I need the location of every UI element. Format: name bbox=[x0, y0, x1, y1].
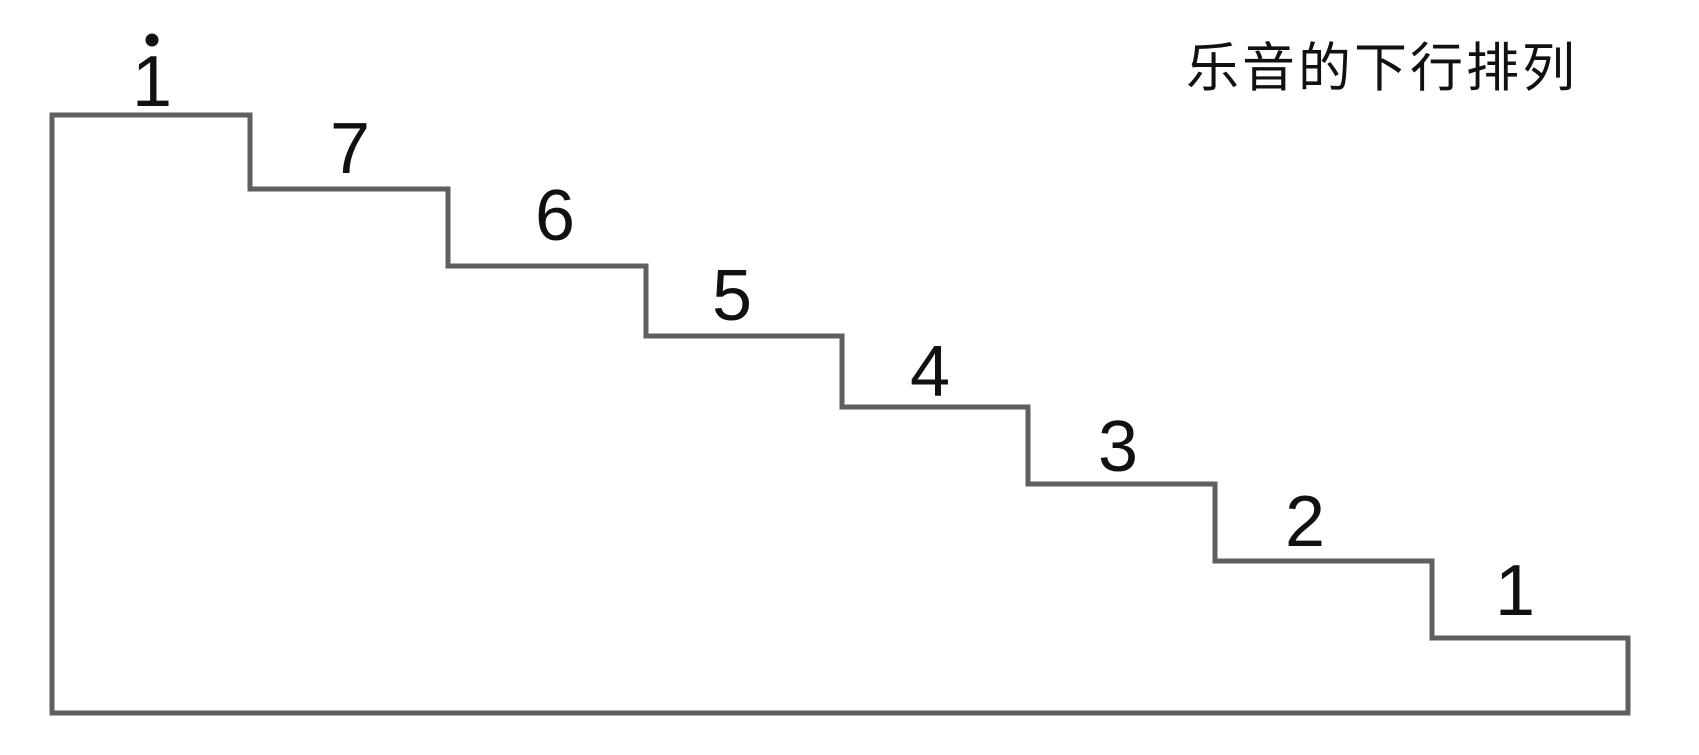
high-octave-dot-icon bbox=[145, 33, 159, 47]
note-label-1: 1 bbox=[1494, 551, 1536, 632]
note-label-6: 6 bbox=[534, 176, 576, 257]
note-label-4: 4 bbox=[909, 332, 951, 413]
diagram-title: 乐音的下行排列 bbox=[1186, 38, 1578, 99]
staircase-path bbox=[49, 112, 1631, 716]
note-label-high-1: 1 bbox=[131, 42, 173, 123]
note-label-5: 5 bbox=[711, 256, 753, 337]
note-label-7: 7 bbox=[329, 109, 371, 190]
note-label-2: 2 bbox=[1284, 482, 1326, 563]
note-label-3: 3 bbox=[1097, 407, 1139, 488]
